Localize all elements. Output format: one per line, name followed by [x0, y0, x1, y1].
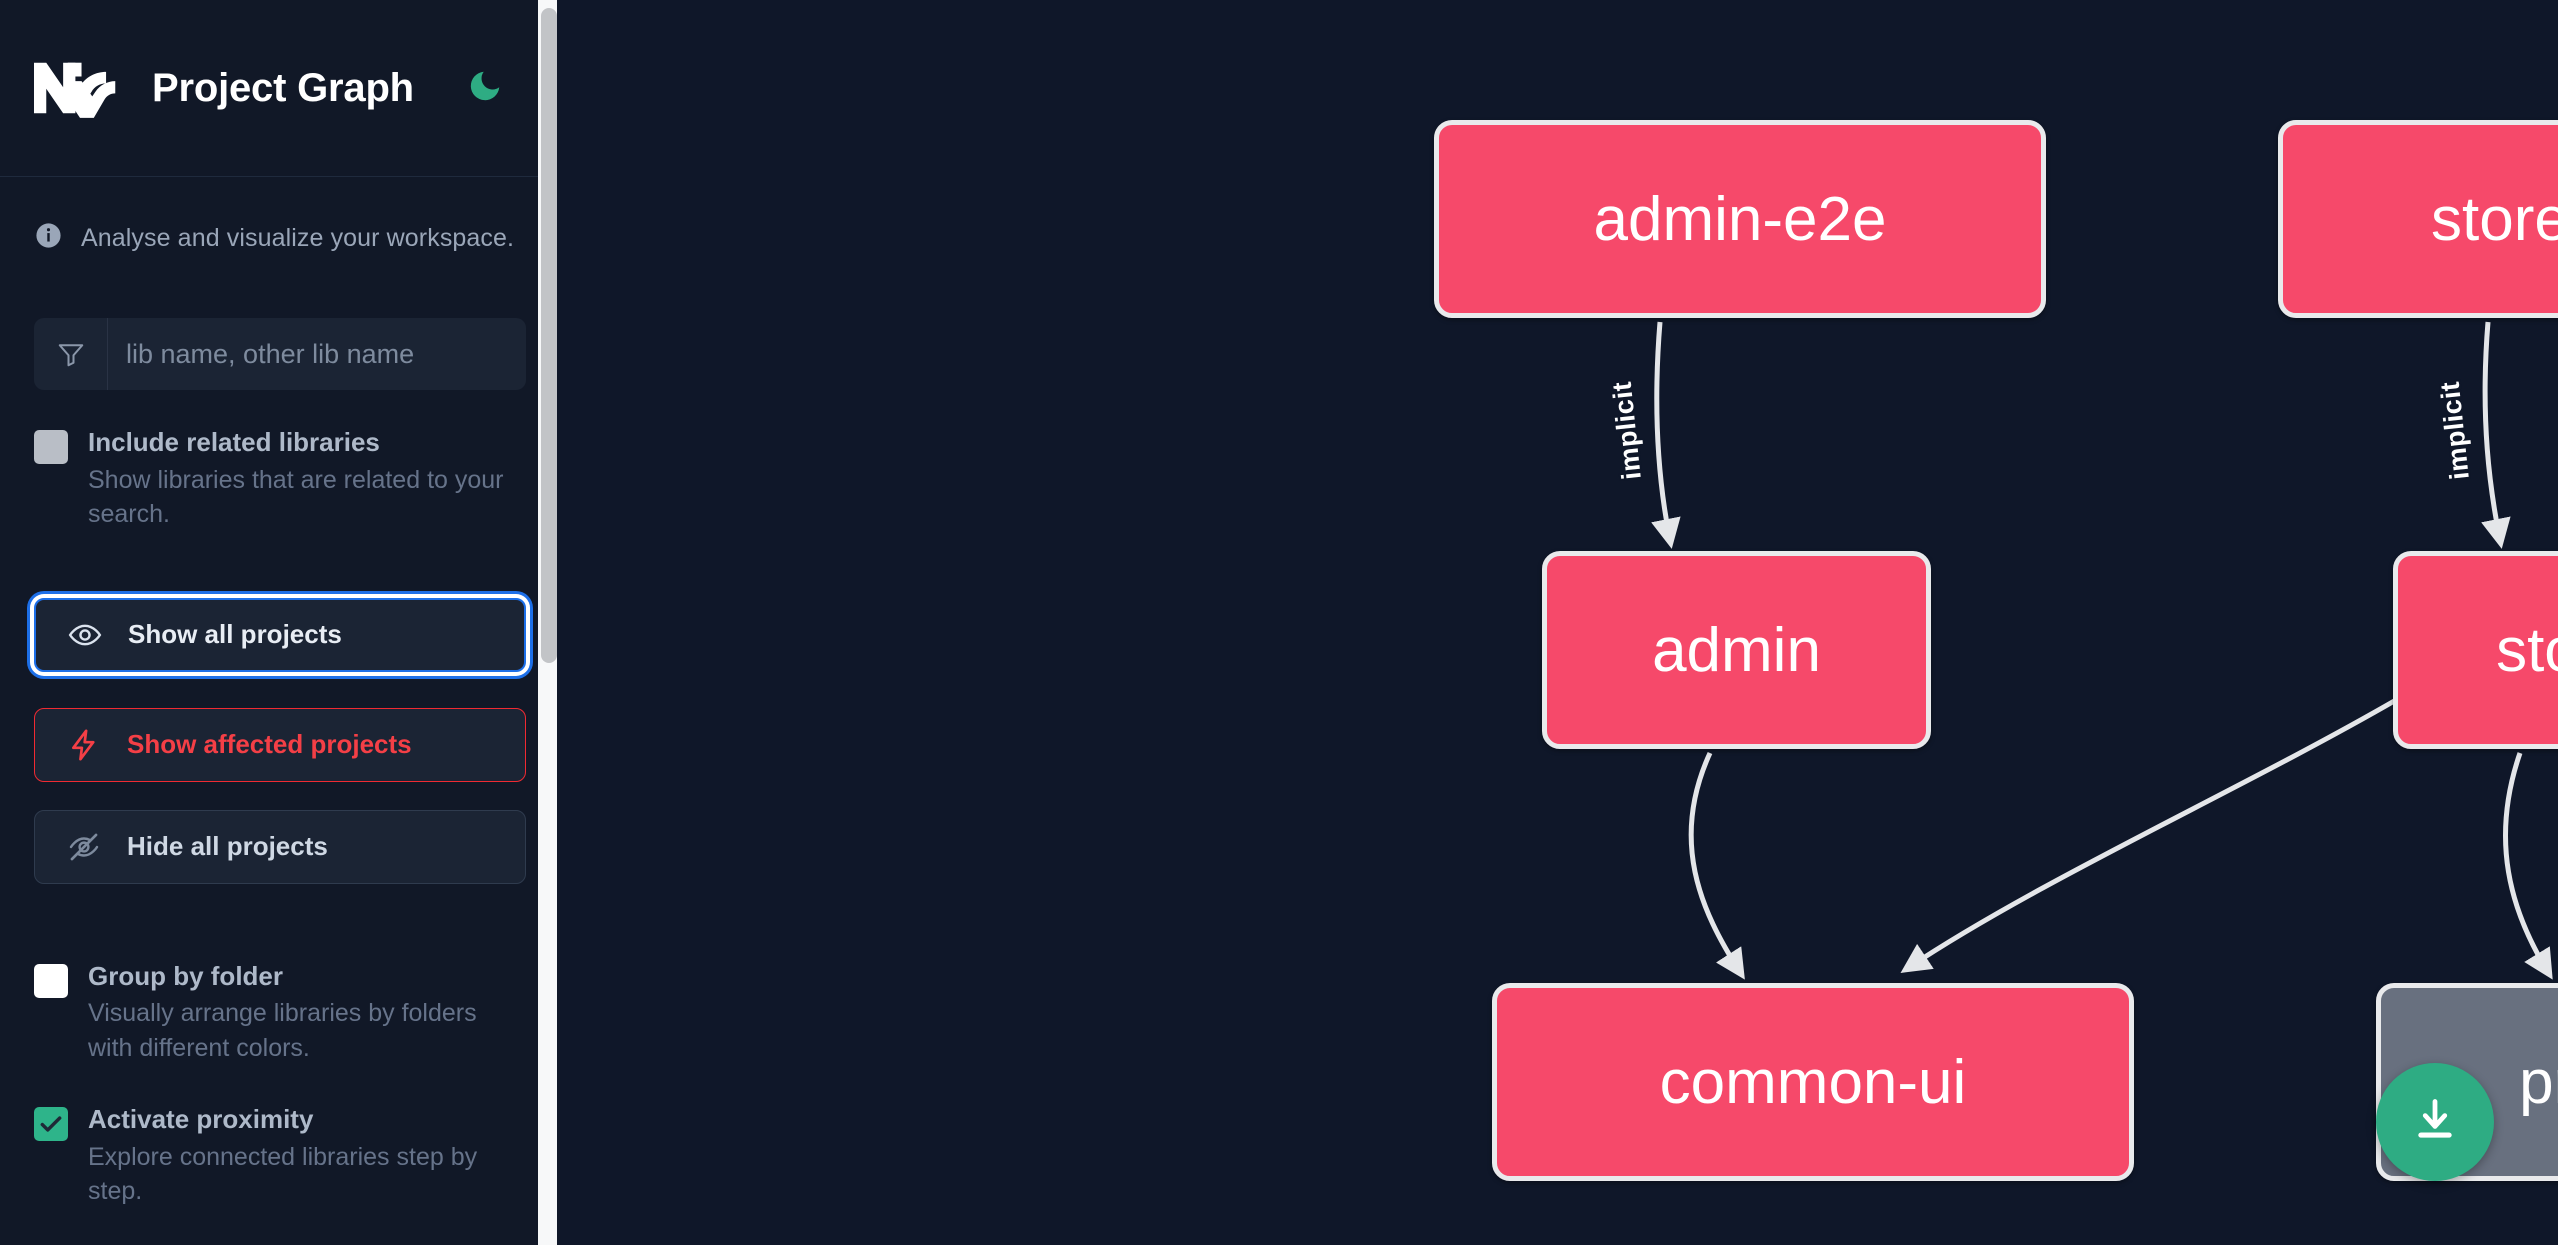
sidebar-header: Project Graph: [0, 0, 560, 177]
option-text-block: Activate proximity Explore connected lib…: [88, 1103, 526, 1209]
option-description: Show libraries that are related to your …: [88, 465, 504, 529]
download-icon: [2409, 1095, 2461, 1150]
option-description: Explore connected libraries step by step…: [88, 1142, 478, 1206]
option-description: Visually arrange libraries by folders wi…: [88, 999, 477, 1062]
option-label: Activate proximity: [88, 1104, 314, 1134]
sidebar-edge: [557, 0, 560, 1245]
divider-space: [34, 884, 526, 924]
hide-all-projects-button[interactable]: Hide all projects: [34, 809, 526, 884]
search-input[interactable]: [108, 318, 526, 390]
graph-node-store-e2e[interactable]: store-e2e: [2278, 120, 2558, 318]
search-bar[interactable]: [34, 318, 526, 390]
edge-store-to-products: [2503, 752, 2553, 980]
hide-all-projects-label: Hide all projects: [127, 831, 328, 861]
filter-funnel-icon: [34, 318, 108, 390]
workspace-info-text: Analyse and visualize your workspace.: [81, 223, 515, 252]
moon-icon[interactable]: [440, 67, 504, 110]
option-group-by-folder[interactable]: Group by folder Visually arrange librari…: [34, 960, 526, 1066]
info-circle-icon: [34, 221, 63, 255]
include-related-libraries-checkbox[interactable]: [34, 430, 68, 464]
download-graph-button[interactable]: [2376, 1063, 2494, 1181]
sidebar: Project Graph Analy: [0, 0, 560, 1245]
nx-logo-icon: [34, 58, 126, 118]
graph-node-common-ui[interactable]: common-ui: [1492, 983, 2134, 1181]
workspace-info: Analyse and visualize your workspace.: [34, 221, 526, 255]
eye-off-icon: [67, 830, 101, 864]
group-by-folder-checkbox[interactable]: [34, 963, 68, 998]
sidebar-content: Project Graph Analy: [0, 0, 560, 1245]
graph-node-store[interactable]: store: [2393, 551, 2558, 749]
show-all-projects-button[interactable]: Show all projects: [34, 597, 526, 672]
edge-store-e2e-to-store: [2481, 321, 2511, 549]
activate-proximity-checkbox[interactable]: [34, 1107, 68, 1141]
sidebar-scrollbar-thumb[interactable]: [541, 8, 557, 663]
graph-node-admin-e2e[interactable]: admin-e2e: [1434, 120, 2046, 318]
edge-admin-e2e-to-admin: [1651, 321, 1681, 549]
page-title: Project Graph: [152, 65, 414, 110]
show-all-projects-label: Show all projects: [128, 619, 342, 649]
lightning-bolt-icon: [67, 728, 101, 762]
graph-edges-layer: [1651, 321, 2553, 980]
option-label: Include related libraries: [88, 427, 380, 457]
graph-node-admin[interactable]: admin: [1542, 551, 1931, 749]
option-activate-proximity[interactable]: Activate proximity Explore connected lib…: [34, 1103, 526, 1209]
edge-admin-to-common-ui: [1688, 751, 1745, 980]
option-text-block: Group by folder Visually arrange librari…: [88, 960, 526, 1066]
option-include-related-libraries[interactable]: Include related libraries Show libraries…: [34, 426, 526, 532]
sidebar-body: Analyse and visualize your workspace. In…: [0, 221, 560, 1245]
graph-canvas[interactable]: admin-e2e store-e2e admin store common-u…: [560, 0, 2558, 1245]
edge-store-to-common-ui: [1900, 697, 2398, 973]
show-affected-projects-button[interactable]: Show affected projects: [34, 707, 526, 782]
show-affected-projects-label: Show affected projects: [127, 729, 412, 759]
sidebar-scrollbar[interactable]: [538, 0, 560, 1245]
eye-icon: [68, 618, 102, 652]
option-text-block: Include related libraries Show libraries…: [88, 426, 526, 532]
option-label: Group by folder: [88, 960, 283, 991]
